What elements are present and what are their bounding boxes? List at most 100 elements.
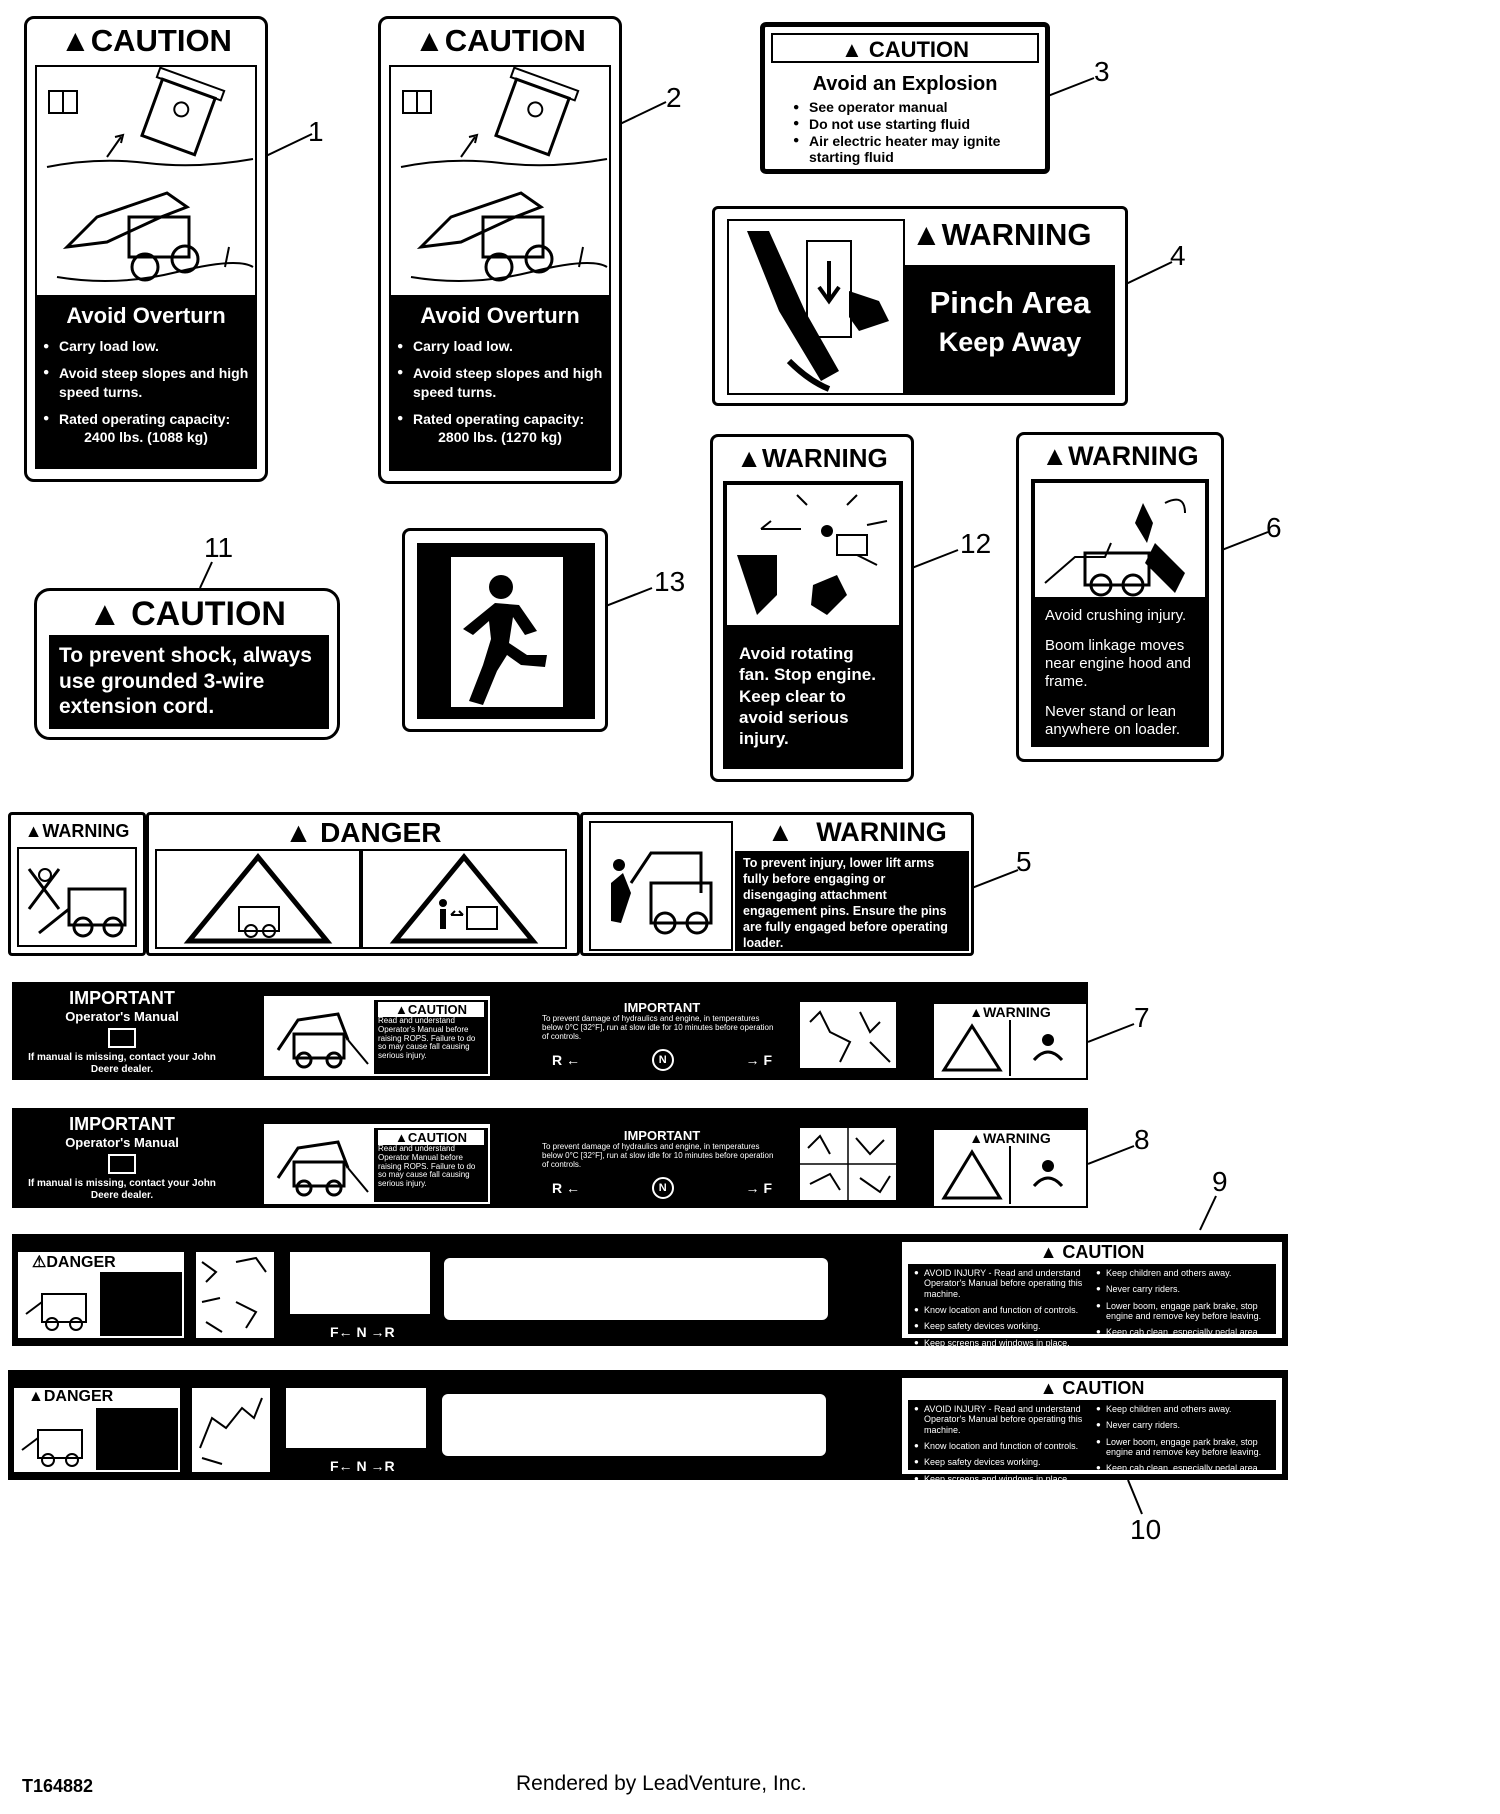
decal-message-panel: Avoid Overturn Carry load low. Avoid ste… — [389, 297, 611, 471]
callout-number: 1 — [308, 116, 324, 147]
caution-panel: ▲ CAUTION AVOID INJURY - Read and unders… — [900, 1240, 1284, 1348]
crush-text-2: Boom linkage moves near engine hood and … — [1045, 637, 1191, 690]
decal-avoid-overturn-1: ▲CAUTION Avoid Overturn Carry load low. … — [24, 16, 268, 482]
direction-row: R ← N → F — [542, 1177, 782, 1200]
caution-text-block: AVOID INJURY - Read and understand Opera… — [908, 1264, 1276, 1348]
decal-title: ▲ CAUTION — [88, 595, 286, 633]
figure-id: T164882 — [22, 1776, 94, 1796]
crush-text-1: Avoid crushing injury. — [1045, 607, 1187, 624]
callout-number: 10 — [1130, 1514, 1162, 1545]
decal-message-panel: Avoid crushing injury. Boom linkage move… — [1031, 597, 1209, 747]
decal-pinch-area: ▲WARNING Pinch Area Keep Away — [712, 206, 1128, 406]
bullet-item: Rated operating capacity: — [397, 410, 603, 429]
leader-line-10 — [1127, 1479, 1143, 1515]
callout-number: 3 — [1094, 56, 1110, 87]
decal-message-panel: To prevent injury, lower lift arms fully… — [735, 851, 969, 951]
manual-label: Operator's Manual — [65, 1009, 179, 1024]
decal-attachment-pins: ▲ WARNING To prevent injury, lower lift … — [580, 812, 974, 956]
book-icon — [108, 1154, 136, 1174]
decal-avoid-overturn-2: ▲CAUTION Avoid Overturn Carry load low. … — [378, 16, 622, 484]
danger-panel: ▲DANGER — [12, 1386, 182, 1474]
decal-title-bar — [771, 33, 1039, 63]
decal-message-panel: To prevent shock, always use grounded 3-… — [49, 635, 329, 729]
caution-item: Never carry riders. — [1096, 1284, 1270, 1294]
important-label: IMPORTANT — [69, 1114, 175, 1134]
forward-label: F — [763, 1052, 772, 1069]
keep-distance-pictogram — [361, 849, 567, 949]
hydraulics-text: To prevent damage of hydraulics and engi… — [542, 1142, 774, 1169]
decal-strip-8: IMPORTANT Operator's Manual If manual is… — [12, 1108, 1088, 1208]
leader-line-7 — [1088, 1023, 1135, 1043]
blank-label-area — [444, 1258, 828, 1320]
caution-title: ▲CAUTION — [378, 1130, 484, 1145]
callout-number: 5 — [1016, 846, 1032, 877]
caution-item: Know location and function of controls. — [914, 1441, 1088, 1451]
controls-pictogram — [798, 1000, 898, 1070]
important-block: IMPORTANT Operator's Manual If manual is… — [22, 1114, 222, 1201]
caution-item: Keep safety devices working. — [914, 1457, 1088, 1467]
caution-text-block: AVOID INJURY - Read and understand Opera… — [908, 1400, 1276, 1484]
decal-title: ▲CAUTION — [414, 23, 586, 58]
rops-caution-panel: ▲CAUTION Read and understand Operator Ma… — [262, 1122, 492, 1206]
callout-number: 4 — [1170, 240, 1186, 271]
caution-item: Lower boom, engage park brake, stop engi… — [1096, 1301, 1270, 1322]
caution-item: Lower boom, engage park brake, stop engi… — [1096, 1437, 1270, 1458]
decal-avoid-explosion: ▲ CAUTION Avoid an Explosion See operato… — [760, 22, 1050, 174]
danger-text-block — [100, 1272, 182, 1336]
caution-title: ▲CAUTION — [378, 1002, 484, 1017]
caution-text-panel: ▲CAUTION Read and understand Operator Ma… — [374, 1128, 488, 1202]
caution-item: Keep screens and windows in place. — [914, 1338, 1088, 1348]
decal-shock-caution: ▲ CAUTION To prevent shock, always use g… — [34, 588, 340, 740]
warning-pictogram-panel: ▲WARNING — [932, 1002, 1088, 1080]
bullet-item: Air electric heater may ignite starting … — [793, 133, 1033, 167]
controls-pictogram — [798, 1126, 898, 1202]
callout-number: 7 — [1134, 1002, 1150, 1033]
callout-number: 11 — [204, 532, 234, 563]
bullet-item: Avoid steep slopes and high speed turns. — [397, 364, 603, 402]
caution-text: Read and understand Operator's Manual be… — [378, 1016, 476, 1061]
important2-label: IMPORTANT — [623, 1128, 701, 1143]
warning-title: ▲WARNING — [969, 1004, 1051, 1020]
fan-warning-text: Avoid rotating fan. Stop engine. Keep cl… — [739, 644, 876, 748]
hydraulics-text: To prevent damage of hydraulics and engi… — [542, 1014, 774, 1041]
leader-line-3 — [1048, 77, 1095, 97]
instruction-panel — [284, 1386, 428, 1450]
caution-item: Keep cab clean, especially pedal area. — [1096, 1463, 1270, 1473]
book-icon — [108, 1028, 136, 1048]
decal-heading: Avoid an Explosion — [812, 73, 998, 95]
caution-panel: ▲ CAUTION AVOID INJURY - Read and unders… — [900, 1376, 1284, 1484]
decal-title: ▲WARNING — [24, 821, 130, 841]
crushing-pictogram — [1031, 479, 1209, 609]
decal-emergency-exit — [402, 528, 608, 732]
leader-line-11 — [199, 561, 213, 589]
decal-title: ▲ WARNING — [767, 817, 947, 847]
bullet-item: Carry load low. — [43, 337, 249, 356]
leader-line-8 — [1088, 1145, 1135, 1165]
decal-title: ▲WARNING — [911, 217, 1092, 252]
leader-line-4 — [1126, 261, 1173, 285]
neutral-indicator: N — [651, 1049, 674, 1072]
decal-title: ▲WARNING — [1041, 441, 1199, 471]
decal-danger-pair: ▲ DANGER — [146, 812, 580, 956]
callout-number: 6 — [1266, 512, 1282, 543]
decal-subtitle: Avoid Overturn — [420, 303, 580, 328]
caution-item: AVOID INJURY - Read and understand Opera… — [914, 1404, 1088, 1435]
leader-line-5 — [972, 869, 1019, 889]
caution-text-panel: ▲CAUTION Read and understand Operator's … — [374, 1000, 488, 1074]
manual-label: Operator's Manual — [65, 1135, 179, 1150]
overturn-illustration — [389, 65, 611, 297]
caution-item: Never carry riders. — [1096, 1420, 1270, 1430]
missing-manual-text: If manual is missing, contact your John … — [28, 1052, 216, 1075]
caution-item: Keep children and others away. — [1096, 1404, 1270, 1414]
decal-title: ▲ CAUTION — [840, 37, 970, 62]
reverse-label: R — [552, 1052, 563, 1069]
decal-crushing-injury: ▲WARNING Avoid crushing injury. Boom lin… — [1016, 432, 1224, 762]
crush-hazard-pictogram — [155, 849, 361, 949]
decal-rotating-fan: ▲WARNING Avoid rotating fan. Stop engine… — [710, 434, 914, 782]
shock-text: To prevent shock, always use grounded 3-… — [59, 644, 312, 719]
danger-title: ▲DANGER — [28, 1388, 114, 1405]
exit-pictogram — [417, 543, 595, 719]
pinch-line: Pinch Area — [929, 285, 1091, 320]
decal-warning-small: ▲WARNING — [8, 812, 146, 956]
bullet-item: Rated operating capacity: — [43, 410, 249, 429]
